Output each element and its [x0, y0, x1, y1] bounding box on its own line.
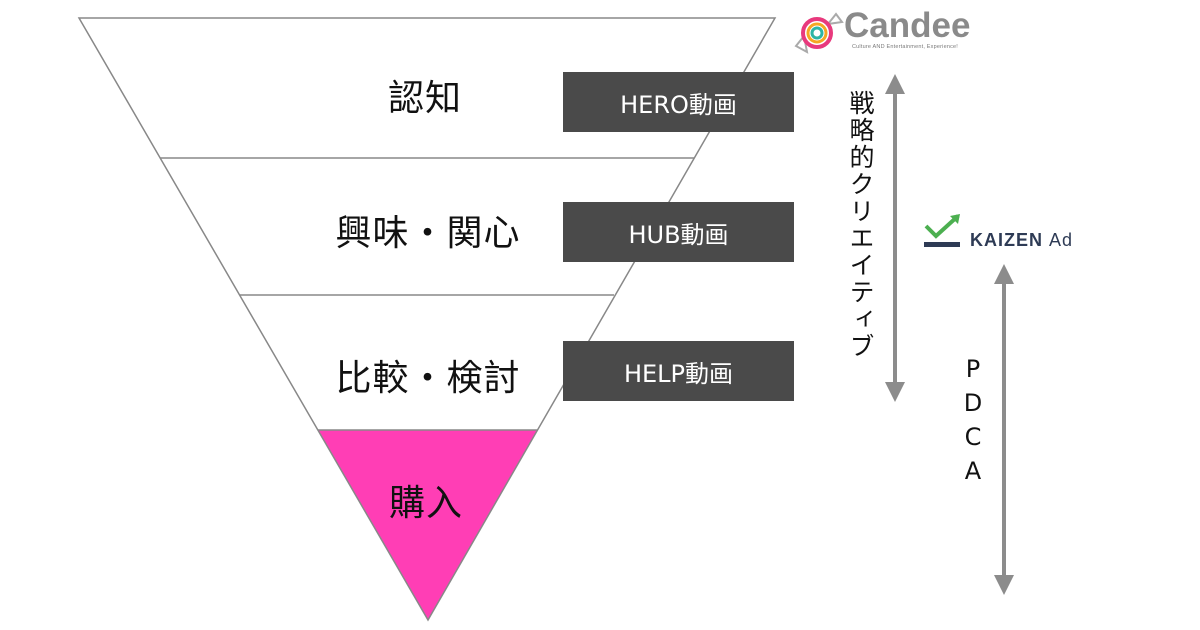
candee-tagline: Culture AND Entertainment, Experience! — [852, 44, 959, 50]
help-video-box: HELP動画 — [563, 341, 794, 401]
funnel-outline — [77, 17, 777, 622]
kaizen-ad-logo: KAIZEN Ad — [922, 212, 1102, 252]
check-trend-icon — [924, 214, 960, 247]
pdca-letter-d: D — [963, 389, 983, 417]
stage-label-interest: 興味・関心 — [335, 213, 521, 254]
pdca-letter-c: C — [964, 423, 982, 451]
kaizen-name: KAIZEN — [970, 230, 1043, 250]
kaizen-suffix: Ad — [1049, 230, 1074, 250]
pdca-letter-p: P — [965, 355, 981, 383]
funnel-stage-purchase-shape — [318, 430, 538, 620]
hero-video-box: HERO動画 — [563, 72, 794, 132]
candee-logo: Candee Culture AND Entertainment, Experi… — [792, 6, 992, 58]
strategy-label: 戦略的クリエイティブ — [846, 90, 875, 360]
stage-label-purchase: 購入 — [388, 483, 464, 524]
candy-icon — [794, 12, 844, 54]
stage-label-comparison: 比較・検討 — [335, 358, 521, 399]
stage-label-awareness: 認知 — [387, 78, 463, 119]
strategy-arrow — [885, 74, 905, 402]
pdca-letter-a: A — [964, 457, 982, 485]
pdca-label: P D C A — [958, 352, 988, 488]
hub-video-box: HUB動画 — [563, 202, 794, 262]
candee-wordmark: Candee — [844, 6, 971, 45]
kaizen-wordmark: KAIZEN Ad — [970, 230, 1073, 251]
pdca-arrow — [994, 264, 1014, 595]
